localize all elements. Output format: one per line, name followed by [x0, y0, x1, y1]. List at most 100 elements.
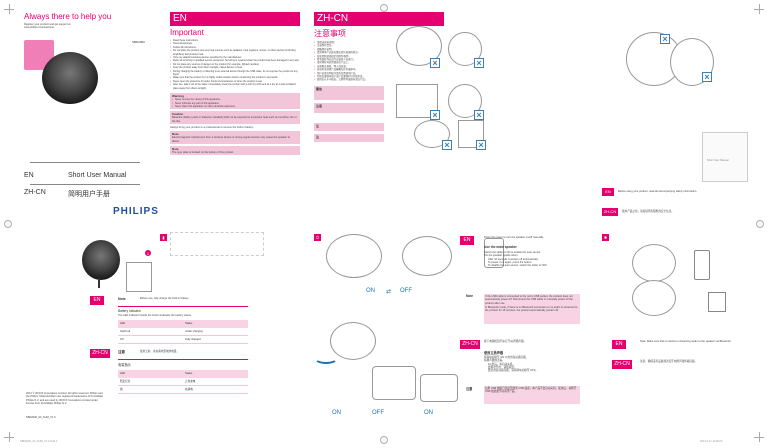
warning-label: 警告	[316, 86, 323, 91]
caution-label: Caution	[172, 112, 184, 117]
note-box: Note The type plate is located on the bo…	[170, 145, 300, 156]
prohibited-icon: ×	[702, 72, 712, 82]
list-item: 遵循所有说明。	[314, 48, 384, 52]
on-label: ON	[366, 288, 375, 294]
charge-note-text: Before use, fully charge the built-in ba…	[140, 297, 190, 300]
battery-text: Always bring your product to a professio…	[170, 125, 254, 129]
use-speaker-heading: Use the main speaker	[484, 245, 517, 249]
table-row: 熄 充满电	[118, 386, 248, 394]
registration-mark	[380, 4, 388, 12]
list-item: Only use attachments/accessories specifi…	[170, 56, 300, 60]
footer-file: SBD2000_93_SUM_V1.0.indd 1	[20, 440, 58, 443]
zh-lang-header: ZH-CN	[314, 12, 444, 26]
speaker-flip-image	[330, 322, 376, 360]
steps-list: Switch the slider to ON to enable the au…	[484, 251, 580, 267]
step-2: Put the speaker upside down.	[484, 254, 519, 258]
note-box: 注	[314, 133, 384, 142]
step-1-badge: 1	[145, 250, 151, 256]
list-item: After use, take it out of the water, imm…	[170, 83, 300, 90]
note-label: Note	[118, 297, 126, 301]
crop-mark	[4, 432, 14, 442]
caution-label: 注意	[316, 103, 323, 108]
speaker-line-image	[632, 280, 676, 316]
cover-tagline: Always there to help you	[24, 12, 112, 21]
list-item: 使用后从水中取出，立即用干燥软布清洁产品。	[314, 78, 384, 82]
bluetooth-icon: ✱	[602, 234, 609, 241]
list-item: 请勿将本产品放在靠近任何热源的地方。	[314, 51, 384, 55]
arrow-icon: ⇄	[386, 289, 392, 295]
doc-id: SBD2000_93_SUM_V1.0	[26, 416, 56, 419]
philips-logo: PHILIPS	[113, 206, 159, 217]
list-item: 所有维修均应由专业维修人员进行。	[314, 58, 384, 62]
cover-panel: Always there to help you Register your p…	[24, 12, 144, 222]
speaker-top-line-image	[326, 234, 382, 278]
note-label: Note	[172, 132, 179, 137]
list-item: Read these instructions.	[170, 39, 300, 43]
table-cell: Off	[120, 338, 124, 341]
sub-step: 10 秒后，将自动关机。	[488, 362, 515, 366]
cover-url[interactable]: www.philips.com/welcome	[24, 26, 55, 30]
table-header-cell: Status	[185, 372, 193, 375]
usb-adapter-image	[126, 262, 152, 292]
sub-step: 要再次开启，请按按钮。	[488, 365, 517, 369]
on-label: ON	[424, 410, 433, 416]
table-header-cell: Status	[185, 322, 193, 325]
off-label: OFF	[372, 410, 384, 416]
en-important-list: Read these instructions. Heed all warnin…	[170, 39, 300, 90]
zh-important-panel: ZH-CN 注意事项 请阅读这些说明。 注意所有警告。 遵循所有说明。 请勿将本…	[314, 12, 444, 222]
prohibited-icon: ×	[660, 34, 670, 44]
registration-mark	[4, 220, 12, 228]
usb-cable	[98, 278, 100, 288]
zh-heading: 注意事项	[314, 29, 346, 38]
charge-step-marker	[170, 232, 264, 256]
list-item: Do not place the product near any heat s…	[170, 49, 300, 56]
warning-label: Warning	[172, 94, 184, 99]
caution-box: 注意	[314, 102, 384, 113]
press-power-text: Press the power to turn the speaker on/o…	[484, 236, 544, 239]
zh-important-list: 请阅读这些说明。 注意所有警告。 遵循所有说明。 请勿将本产品放在靠近任何热源的…	[314, 41, 384, 82]
divider	[118, 306, 248, 307]
list-item: Never place this apparatus on other elec…	[172, 105, 298, 109]
cover-lang-en: EN	[24, 172, 34, 179]
table-cell: 熄	[120, 388, 123, 391]
registration-mark	[756, 220, 764, 228]
zh-note-label: 注意	[466, 387, 473, 391]
note-text: The type plate is located on the bottom …	[172, 150, 235, 154]
list-item: Never open the protective lid under humi…	[170, 80, 300, 84]
illustration-sun: ×	[396, 78, 444, 124]
crop-mark	[4, 4, 14, 14]
battery-heading: Battery indicator	[118, 309, 142, 313]
en-lang-header: EN	[170, 12, 300, 26]
lang-tag-zh: ZH-CN	[460, 340, 480, 349]
list-item: Follow all instructions.	[170, 46, 300, 50]
sub-step: After 10 seconds it powers off automatic…	[488, 257, 539, 261]
warning-box: Warning Never remove the casing of this …	[170, 93, 300, 110]
list-item: 远离阳光直射、明火或高温。	[314, 65, 384, 69]
list-item: Do not place any sources of danger on th…	[170, 63, 300, 67]
usb-note-text: If the USB cable is connected to the mic…	[485, 295, 573, 305]
off-label: OFF	[400, 288, 412, 294]
list-item: 切勿在潮湿环境下或产品潮湿时打开保护盖。	[314, 75, 384, 79]
phone-image	[694, 250, 710, 280]
list-item: 注意所有警告。	[314, 44, 384, 48]
list-item: Refer all servicing to qualified service…	[170, 59, 300, 63]
table-cell: 正在充电	[185, 380, 196, 383]
footer-date: 2014-4-11 11:08:23	[700, 440, 723, 443]
prohibited-icon: ×	[476, 140, 486, 150]
illustration-lid: ×	[458, 120, 488, 154]
power-icon: ⏻	[314, 234, 321, 241]
cover-title-en: Short User Manual	[68, 172, 127, 179]
divider	[30, 162, 140, 163]
zh-battery-heading: 电量指示	[118, 363, 131, 367]
crop-mark	[754, 4, 764, 14]
table-row: LED Status	[118, 320, 248, 328]
en-heading: Important	[170, 28, 204, 37]
cover-model: SBD2000	[132, 40, 145, 44]
divider	[118, 359, 248, 360]
zh-note-text: 如果 USB 线缆已连接至微型 USB 插座，本产品不会自动关机。使用后，请断开…	[485, 387, 577, 394]
note-label: 注	[316, 134, 320, 139]
speaker-upside-image	[372, 366, 416, 400]
sub-step: To power it on again, press the button.	[488, 260, 532, 264]
prohibited-icon: ×	[474, 110, 484, 120]
lang-tag-zh: ZH-CN	[612, 360, 632, 369]
